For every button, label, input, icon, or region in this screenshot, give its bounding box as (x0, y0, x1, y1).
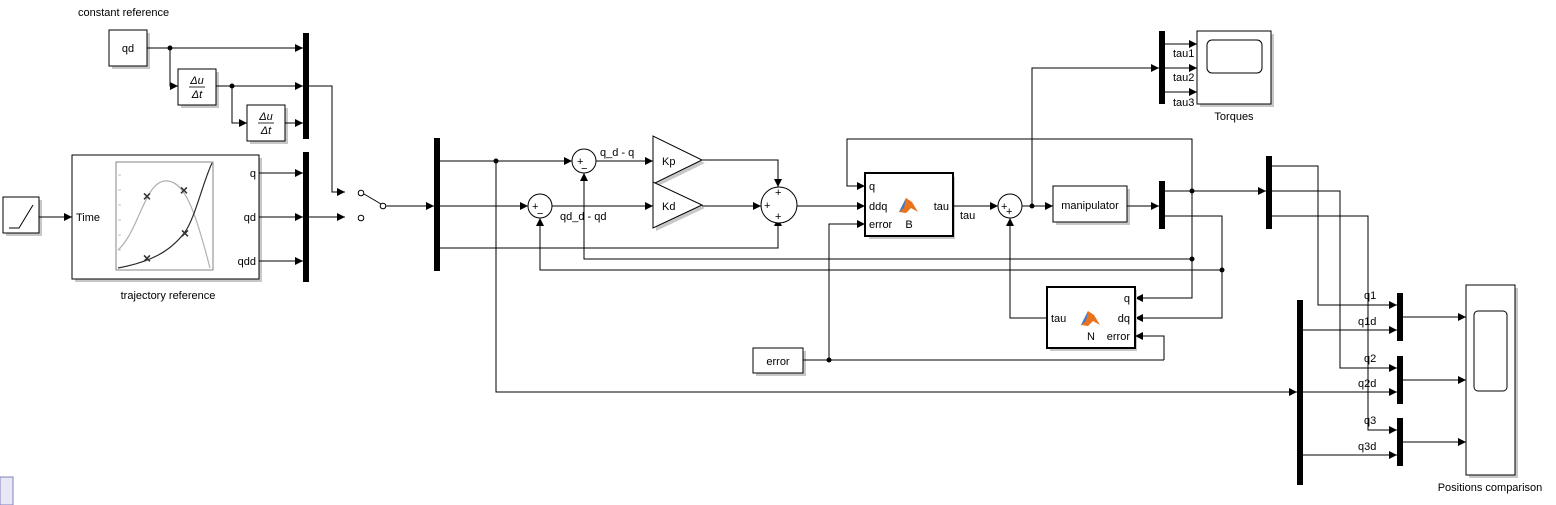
q3d-label: q3d (1358, 441, 1376, 453)
svg-text:Δu: Δu (189, 75, 204, 87)
svg-text:error: error (1107, 331, 1131, 343)
sum-qd-error[interactable]: + − (527, 193, 553, 220)
sum-q-error[interactable]: + − (571, 148, 597, 175)
demux-manipulator[interactable] (1159, 181, 1165, 229)
n-matlab-function-block[interactable]: q dq error tau N (1046, 286, 1137, 351)
svg-text:−: − (537, 208, 543, 220)
manipulator-block[interactable]: manipulator (1052, 185, 1130, 225)
derivative-block-2[interactable]: Δu Δt (246, 104, 288, 144)
svg-text:+: + (577, 156, 583, 168)
mux-trajectory[interactable] (303, 152, 309, 282)
svg-text:qd: qd (122, 43, 134, 55)
svg-text:q: q (1124, 293, 1130, 305)
svg-text:+: + (532, 201, 538, 213)
kp-gain-block[interactable]: Kp (652, 135, 705, 187)
svg-text:q: q (869, 181, 875, 193)
svg-text:tau: tau (1051, 313, 1066, 325)
svg-text:+: + (1006, 206, 1012, 218)
derivative-block-1[interactable]: Δu Δt (177, 68, 219, 108)
mux-q1[interactable] (1397, 293, 1403, 341)
constant-reference-label: constant reference (78, 7, 169, 19)
svg-text:tau: tau (934, 201, 949, 213)
q1d-label: q1d (1358, 316, 1376, 328)
svg-text:B: B (905, 219, 912, 231)
tau3-label: tau3 (1173, 97, 1194, 109)
b-matlab-function-block[interactable]: q ddq error tau B (864, 172, 955, 239)
sum-tau[interactable]: + + (997, 193, 1023, 219)
svg-text:qdd: qdd (238, 256, 256, 268)
q2d-label: q2d (1358, 378, 1376, 390)
tau1-label: tau1 (1173, 48, 1194, 60)
svg-text:Kp: Kp (662, 156, 675, 168)
svg-text:error: error (869, 219, 893, 231)
svg-text:×: × (143, 188, 151, 204)
svg-text:Kd: Kd (662, 201, 675, 213)
svg-text:−: − (581, 163, 587, 175)
q1-label: q1 (1364, 290, 1376, 302)
tau2-label: tau2 (1173, 72, 1194, 84)
svg-text:manipulator: manipulator (1061, 200, 1119, 212)
kd-gain-block[interactable]: Kd (652, 181, 705, 231)
q2-label: q2 (1364, 353, 1376, 365)
mux-torques[interactable] (1159, 31, 1165, 104)
svg-text:Δu: Δu (258, 111, 273, 123)
derivative-icon: Δu Δt (189, 75, 205, 101)
error-constant-block[interactable]: error (752, 347, 806, 376)
qd-error-signal-label: qd_d - qd (560, 211, 606, 223)
svg-text:×: × (181, 225, 189, 241)
demux-reference-2[interactable] (1297, 300, 1303, 485)
q-error-signal-label: q_d - q (600, 147, 634, 159)
trajectory-reference-block[interactable]: Time × × × × q qd qdd (71, 154, 262, 282)
demux-q[interactable] (1266, 156, 1272, 229)
ramp-block[interactable] (2, 196, 42, 236)
scope-icon (1206, 39, 1263, 74)
q3-label: q3 (1364, 415, 1376, 427)
demux-reference[interactable] (434, 138, 440, 271)
trajectory-plot-icon: × × × × (115, 161, 214, 271)
svg-text:×: × (143, 250, 151, 266)
positions-scope[interactable] (1465, 284, 1518, 478)
scope-icon (1473, 310, 1508, 392)
matlab-function-icon (1081, 311, 1100, 326)
torques-scope[interactable] (1196, 30, 1274, 107)
mux-constant[interactable] (303, 33, 309, 139)
svg-text:+: + (775, 211, 781, 223)
svg-text:Δt: Δt (260, 125, 272, 137)
sum-pd[interactable]: + + + (760, 186, 798, 224)
mux-q2[interactable] (1397, 356, 1403, 404)
mux-q3[interactable] (1397, 418, 1403, 466)
svg-text:dq: dq (1118, 313, 1130, 325)
svg-text:+: + (1001, 201, 1007, 213)
positions-comparison-label: Positions comparison (1438, 482, 1543, 494)
svg-text:N: N (1087, 331, 1095, 343)
matlab-function-icon (899, 198, 918, 213)
svg-text:ddq: ddq (869, 201, 887, 213)
derivative-icon: Δu Δt (258, 111, 274, 137)
canvas-corner-widget[interactable] (0, 476, 14, 505)
tau-signal-label: tau (960, 210, 975, 222)
ramp-icon (9, 204, 34, 229)
svg-text:+: + (775, 187, 781, 199)
torques-label: Torques (1214, 111, 1254, 123)
trajectory-reference-label: trajectory reference (121, 290, 216, 302)
svg-text:error: error (766, 356, 790, 368)
svg-text:q: q (250, 168, 256, 180)
manual-switch[interactable] (357, 189, 387, 222)
svg-text:×: × (180, 182, 188, 198)
qd-constant-block[interactable]: qd (108, 29, 150, 69)
svg-text:qd: qd (244, 212, 256, 224)
svg-text:+: + (764, 200, 770, 212)
svg-text:Δt: Δt (191, 89, 203, 101)
svg-text:Time: Time (76, 212, 100, 224)
